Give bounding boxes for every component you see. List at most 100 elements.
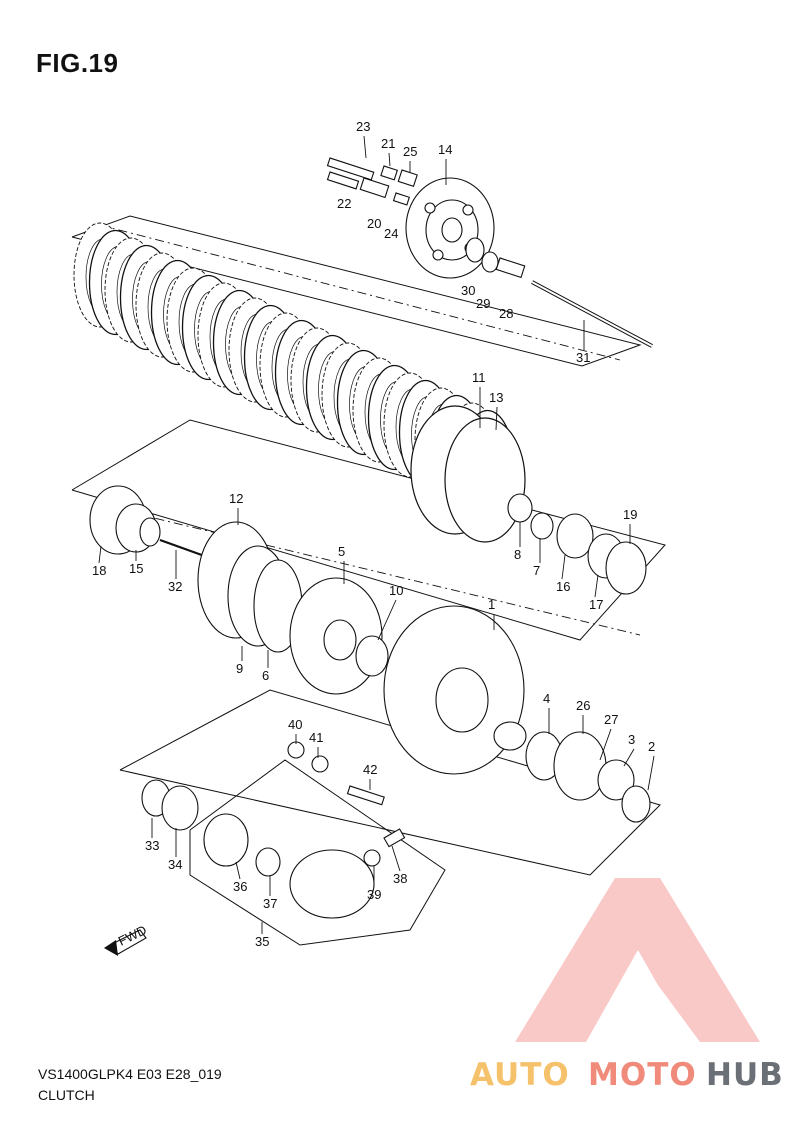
frame-lower-a xyxy=(119,689,661,876)
callout-14: 14 xyxy=(438,142,452,157)
washer-7 xyxy=(530,512,554,540)
callout-38: 38 xyxy=(393,871,407,886)
callout-35: 35 xyxy=(255,934,269,949)
spring-20 xyxy=(359,177,390,199)
bearing-29 xyxy=(481,251,499,273)
callout-leader-23 xyxy=(363,135,367,159)
spring-21 xyxy=(380,165,399,181)
callout-33: 33 xyxy=(145,838,159,853)
pressure-plate-boss xyxy=(424,202,436,214)
callout-leader-13 xyxy=(495,406,498,431)
callout-leader-17 xyxy=(594,574,599,598)
washer-10 xyxy=(355,635,389,677)
dowel-40 xyxy=(287,741,305,759)
callout-17: 17 xyxy=(589,597,603,612)
piston-36 xyxy=(203,813,249,867)
circlip-19 xyxy=(605,541,647,595)
callout-20: 20 xyxy=(367,216,381,231)
callout-13: 13 xyxy=(489,390,503,405)
clutch-sleeve-hub-5-bore xyxy=(323,619,357,661)
bolt-22 xyxy=(326,171,360,190)
release-cylinder-body xyxy=(289,849,375,919)
callout-2: 2 xyxy=(648,739,655,754)
callout-4: 4 xyxy=(543,691,550,706)
frame-upper xyxy=(71,215,642,367)
callout-41: 41 xyxy=(309,730,323,745)
bleeder-39 xyxy=(363,849,381,867)
bearing-8 xyxy=(507,493,533,523)
watermark-part-c: HUB xyxy=(706,1057,784,1093)
callout-29: 29 xyxy=(476,296,490,311)
callout-24: 24 xyxy=(384,226,398,241)
watermark-triangle-inner xyxy=(588,958,700,1042)
washer-30 xyxy=(465,237,485,263)
bolt-42 xyxy=(346,785,385,806)
pressure-plate-bore xyxy=(441,217,463,243)
callout-30: 30 xyxy=(461,283,475,298)
spacer-25 xyxy=(397,169,418,188)
washer-2 xyxy=(621,785,651,823)
watermark-text: AUTO MOTO HUB xyxy=(470,1057,784,1093)
figure-title: FIG.19 xyxy=(36,48,119,78)
callout-8: 8 xyxy=(514,547,521,562)
callout-leader-16 xyxy=(561,554,566,580)
callout-39: 39 xyxy=(367,887,381,902)
callout-40: 40 xyxy=(288,717,302,732)
callout-31: 31 xyxy=(576,350,590,365)
callout-22: 22 xyxy=(337,196,351,211)
pressure-plate xyxy=(405,177,495,279)
callout-leader-21 xyxy=(388,152,391,167)
gear-26 xyxy=(553,731,607,801)
callout-37: 37 xyxy=(263,896,277,911)
callout-leader-10 xyxy=(377,599,397,641)
callout-3: 3 xyxy=(628,732,635,747)
callout-19: 19 xyxy=(623,507,637,522)
callout-leader-2 xyxy=(647,755,655,791)
washer-24 xyxy=(392,192,411,206)
callout-25: 25 xyxy=(403,144,417,159)
callout-23: 23 xyxy=(356,119,370,134)
clutch-plate-stack xyxy=(73,222,526,543)
hub-16 xyxy=(556,513,594,559)
plate-13 xyxy=(444,417,526,543)
callout-1: 1 xyxy=(488,597,495,612)
spring-bolts xyxy=(326,157,418,206)
callout-18: 18 xyxy=(92,563,106,578)
callout-27: 27 xyxy=(604,712,618,727)
axis-upper xyxy=(99,224,621,361)
callout-5: 5 xyxy=(338,544,345,559)
frame-lower-b xyxy=(189,759,446,946)
watermark-triangle xyxy=(515,878,760,1042)
model-code: VS1400GLPK4 E03 E28_019 xyxy=(38,1066,222,1082)
hub-15-bore xyxy=(139,517,161,547)
callout-6: 6 xyxy=(262,668,269,683)
callout-15: 15 xyxy=(129,561,143,576)
watermark-logo xyxy=(515,878,760,1042)
bolt-23 xyxy=(326,157,375,181)
release-parts xyxy=(465,237,653,348)
watermark-part-a: AUTO xyxy=(470,1057,570,1093)
group-frames xyxy=(71,215,666,946)
callout-leader-27 xyxy=(599,728,612,761)
push-rod-31-highlight xyxy=(531,281,653,347)
bleeder-38 xyxy=(383,828,406,848)
washer-3 xyxy=(597,759,635,801)
callout-leader-18 xyxy=(98,545,102,564)
axis-middle xyxy=(99,504,641,636)
callout-42: 42 xyxy=(363,762,377,777)
callout-10: 10 xyxy=(389,583,403,598)
callout-7: 7 xyxy=(533,563,540,578)
callout-9: 9 xyxy=(236,661,243,676)
callout-32: 32 xyxy=(168,579,182,594)
fwd-arrow: FWD xyxy=(104,922,149,956)
spacer-bush xyxy=(493,721,527,751)
primary-driven-gear-1-hub xyxy=(435,667,489,733)
pressure-plate-boss xyxy=(432,249,444,261)
callout-26: 26 xyxy=(576,698,590,713)
frame-middle xyxy=(71,419,666,641)
callout-34: 34 xyxy=(168,857,182,872)
release-cylinder-group xyxy=(141,741,406,919)
